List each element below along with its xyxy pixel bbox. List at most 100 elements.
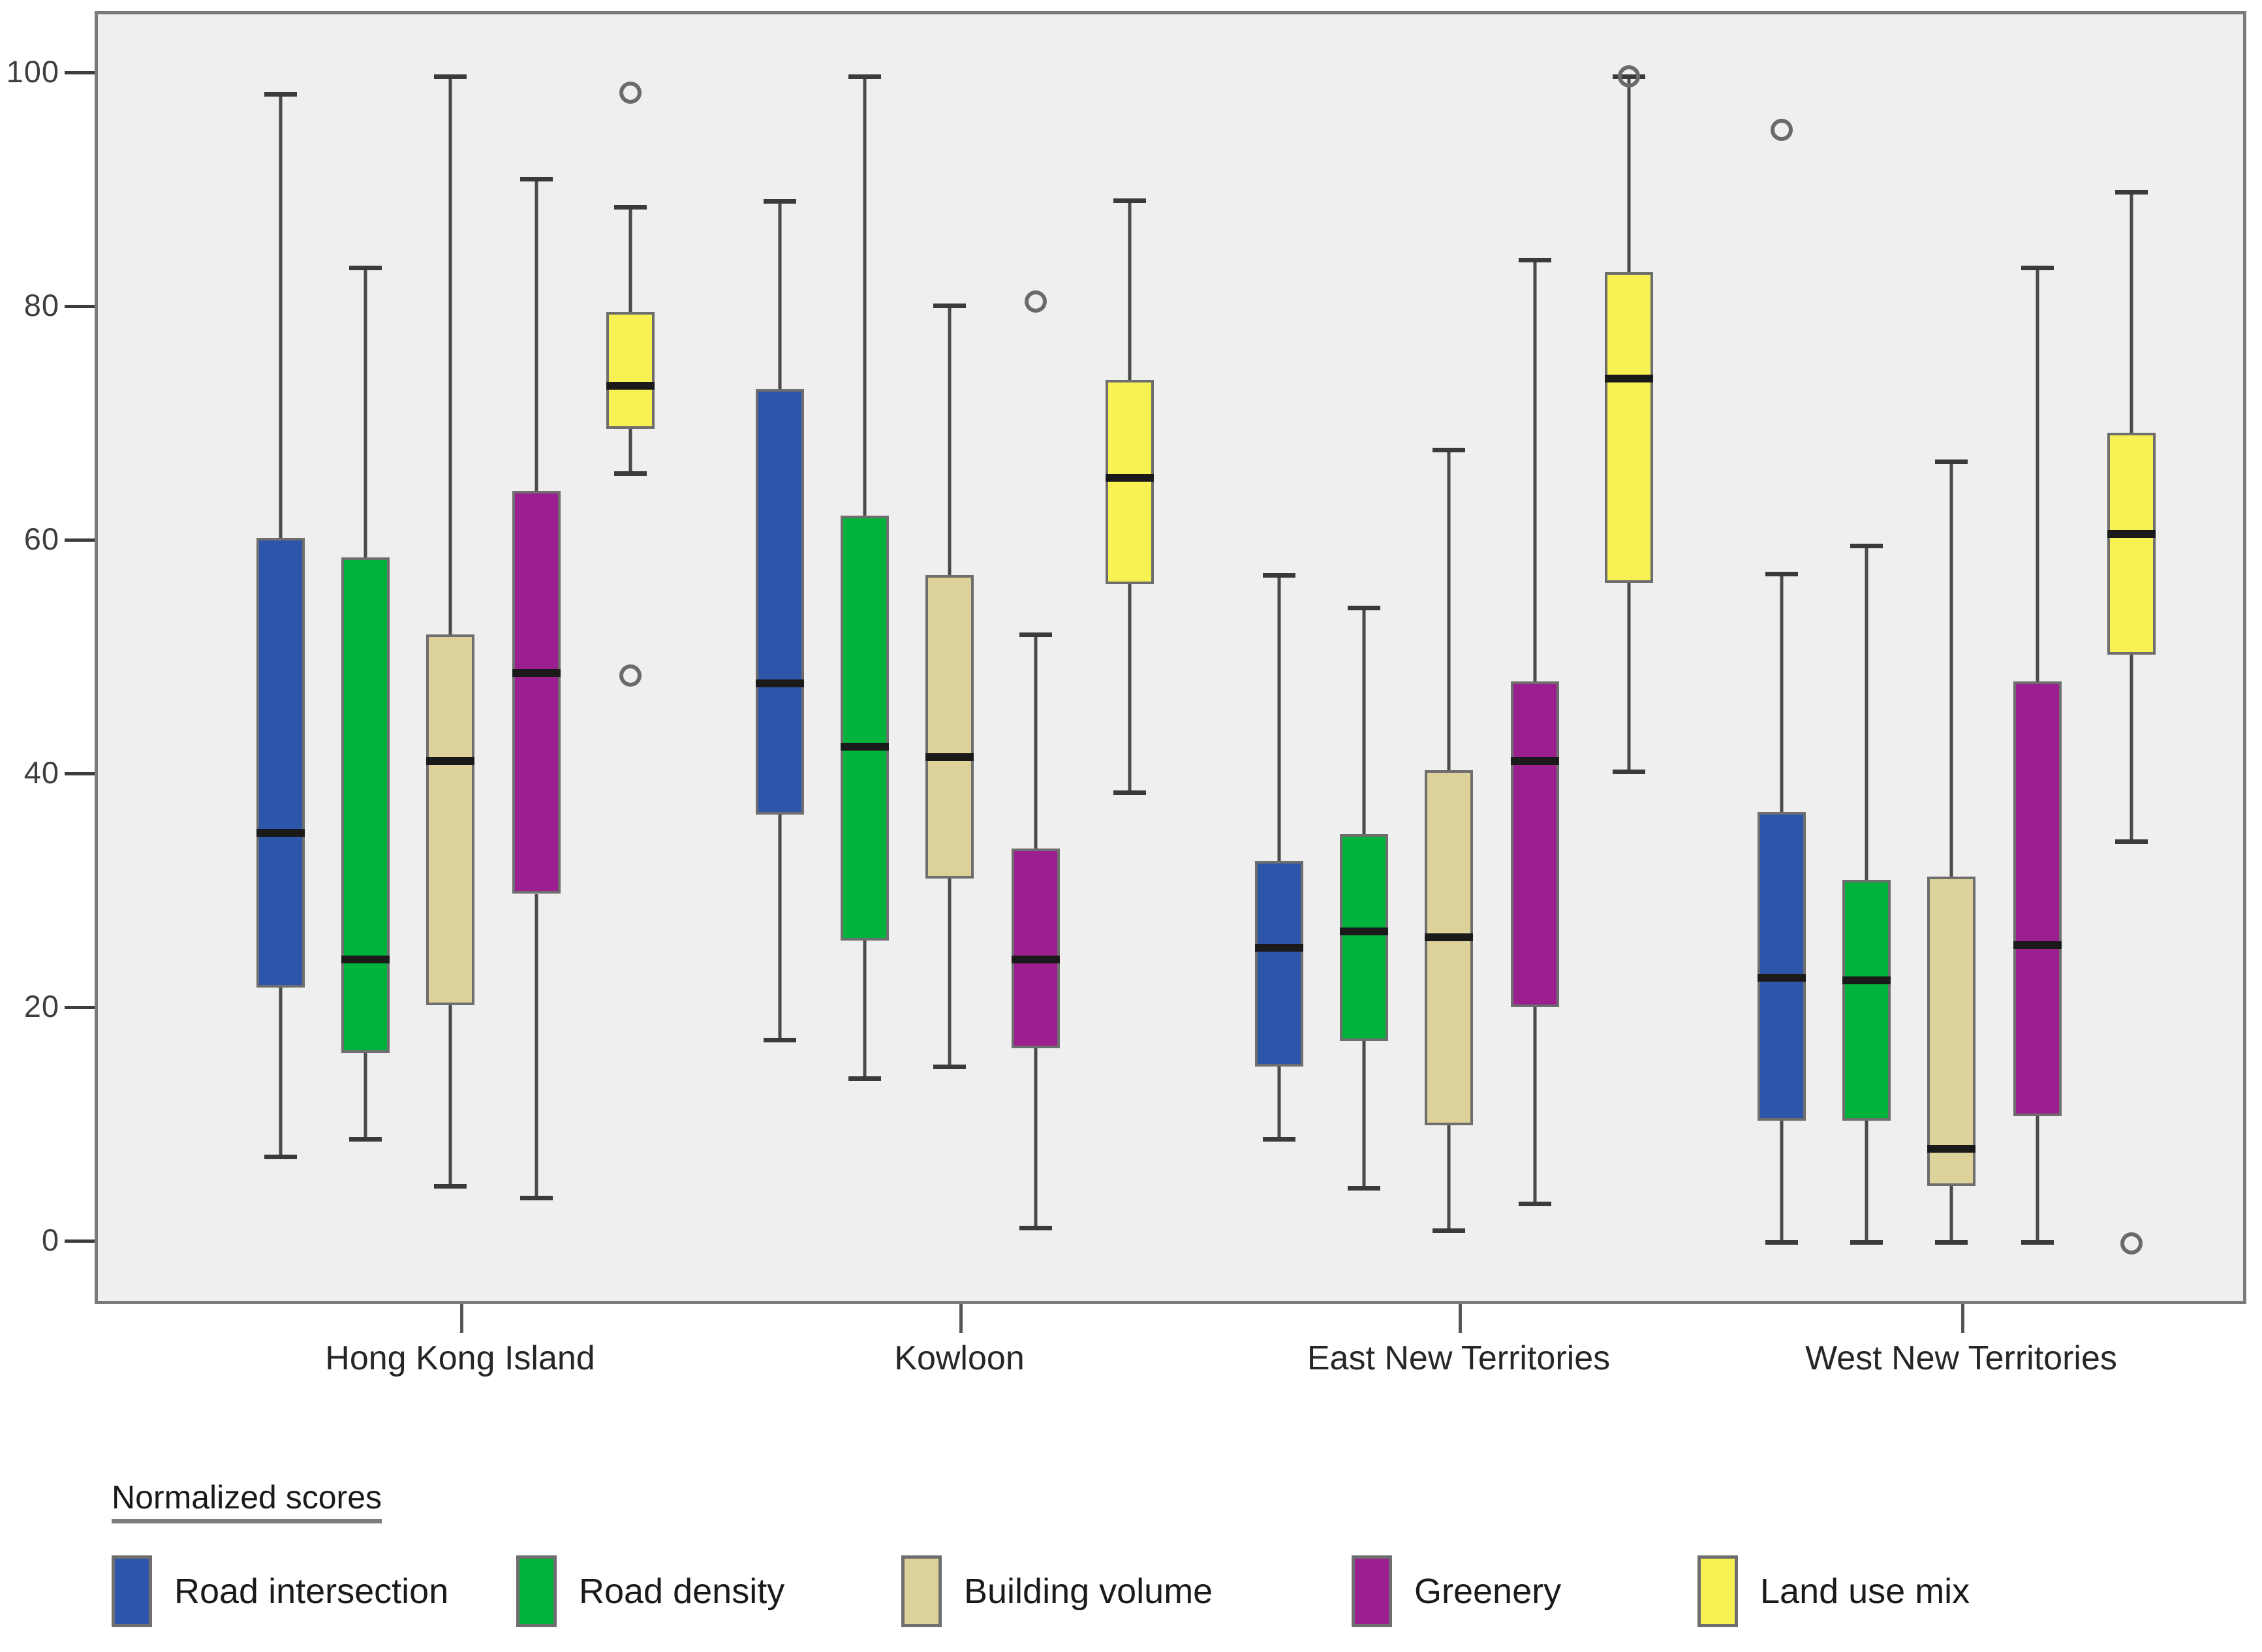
- whisker-cap-upper: [1348, 606, 1380, 611]
- boxplot-iqr-box[interactable]: [606, 312, 655, 429]
- legend-item-label: Greenery: [1414, 1572, 1562, 1611]
- whisker-lower: [279, 987, 283, 1157]
- whisker-cap-lower: [848, 1076, 881, 1082]
- boxplot-box[interactable]: [1842, 14, 1891, 1307]
- y-axis-tick-label: 40: [23, 755, 59, 790]
- x-axis-tick-label: Hong Kong Island: [325, 1339, 595, 1377]
- boxplot-box[interactable]: [2107, 14, 2156, 1307]
- legend-color-swatch: [1697, 1555, 1738, 1627]
- boxplot-box[interactable]: [756, 14, 804, 1307]
- boxplot-outlier-marker[interactable]: [2120, 1232, 2143, 1255]
- boxplot-iqr-box[interactable]: [1842, 880, 1891, 1121]
- whisker-cap-upper: [1519, 257, 1551, 262]
- boxplot-iqr-box[interactable]: [341, 557, 390, 1053]
- legend-color-swatch: [901, 1555, 942, 1627]
- boxplot-outlier-marker[interactable]: [619, 664, 642, 687]
- boxplot-iqr-box[interactable]: [1012, 848, 1060, 1048]
- boxplot-box[interactable]: [256, 14, 305, 1307]
- whisker-cap-lower: [933, 1065, 966, 1070]
- boxplot-iqr-box[interactable]: [512, 491, 561, 894]
- boxplot-median-line: [1511, 756, 1559, 765]
- whisker-lower: [778, 814, 782, 1040]
- boxplot-iqr-box[interactable]: [1758, 812, 1806, 1121]
- boxplot-iqr-box[interactable]: [426, 634, 474, 1005]
- legend-item[interactable]: Road density: [516, 1552, 784, 1630]
- x-axis-tick-mark: [959, 1304, 963, 1333]
- boxplot-median-line: [1842, 976, 1891, 984]
- whisker-cap-upper: [520, 177, 553, 182]
- x-axis-tick-mark: [1459, 1304, 1462, 1333]
- whisker-lower: [948, 879, 952, 1067]
- boxplot-iqr-box[interactable]: [256, 537, 305, 988]
- y-axis-tick-mark: [65, 1239, 95, 1243]
- legend-item[interactable]: Land use mix: [1697, 1552, 1970, 1630]
- boxplot-iqr-box[interactable]: [756, 389, 804, 815]
- boxplot-iqr-box[interactable]: [1340, 834, 1388, 1041]
- boxplot-box[interactable]: [2013, 14, 2062, 1307]
- whisker-lower: [1865, 1120, 1868, 1242]
- boxplot-iqr-box[interactable]: [1605, 272, 1653, 584]
- boxplot-box[interactable]: [1106, 14, 1154, 1307]
- boxplot-median-line: [512, 669, 561, 678]
- boxplot-outlier-marker[interactable]: [1618, 65, 1640, 87]
- y-axis-tick-mark: [65, 772, 95, 776]
- whisker-cap-lower: [349, 1137, 382, 1142]
- whisker-lower: [1780, 1120, 1784, 1242]
- whisker-lower: [1447, 1125, 1451, 1230]
- boxplot-box[interactable]: [426, 14, 474, 1307]
- boxplot-box[interactable]: [1425, 14, 1473, 1307]
- whisker-cap-upper: [264, 91, 297, 97]
- boxplot-outlier-marker[interactable]: [619, 81, 642, 104]
- legend-item-label: Road density: [579, 1572, 785, 1611]
- legend-item[interactable]: Building volume: [901, 1552, 1213, 1630]
- whisker-lower: [1128, 584, 1132, 792]
- boxplot-iqr-box[interactable]: [925, 574, 974, 879]
- legend-item[interactable]: Greenery: [1352, 1552, 1561, 1630]
- legend-item[interactable]: Road intersection: [112, 1552, 448, 1630]
- boxplot-iqr-box[interactable]: [2013, 681, 2062, 1116]
- boxplot-iqr-box[interactable]: [1255, 861, 1303, 1067]
- boxplot-box[interactable]: [1340, 14, 1388, 1307]
- whisker-upper: [1447, 450, 1451, 770]
- boxplot-median-line: [1255, 943, 1303, 952]
- whisker-cap-lower: [1019, 1226, 1052, 1231]
- boxplot-box[interactable]: [1927, 14, 1975, 1307]
- boxplot-box[interactable]: [925, 14, 974, 1307]
- boxplot-box[interactable]: [512, 14, 561, 1307]
- whisker-cap-lower: [1519, 1201, 1551, 1206]
- legend-items: Road intersection Road density Building vo…: [112, 1552, 2174, 1630]
- boxplot-iqr-box[interactable]: [2107, 432, 2156, 655]
- boxplot-box[interactable]: [1012, 14, 1060, 1307]
- whisker-upper: [535, 179, 538, 491]
- boxplot-box[interactable]: [1511, 14, 1559, 1307]
- whisker-cap-upper: [434, 74, 467, 79]
- boxplot-iqr-box[interactable]: [1425, 770, 1473, 1125]
- boxplot-box[interactable]: [1758, 14, 1806, 1307]
- boxplot-box[interactable]: [1255, 14, 1303, 1307]
- boxplot-outlier-marker[interactable]: [1025, 290, 1047, 313]
- boxplot-median-line: [341, 955, 390, 963]
- whisker-upper: [1949, 461, 1953, 877]
- whisker-cap-lower: [1765, 1239, 1798, 1245]
- whisker-cap-lower: [2021, 1239, 2054, 1245]
- boxplot-iqr-box[interactable]: [1927, 876, 1975, 1186]
- x-axis-tick-label: Kowloon: [894, 1339, 1025, 1377]
- boxplot-iqr-box[interactable]: [1511, 681, 1559, 1008]
- boxplot-iqr-box[interactable]: [841, 515, 889, 941]
- y-axis-tick-label: 20: [23, 988, 59, 1023]
- y-axis-tick-label: 80: [23, 288, 59, 323]
- boxplot-box[interactable]: [606, 14, 655, 1307]
- boxplot-box[interactable]: [1605, 14, 1653, 1307]
- boxplot-iqr-box[interactable]: [1106, 380, 1154, 585]
- boxplot-box[interactable]: [841, 14, 889, 1307]
- whisker-cap-upper: [1263, 572, 1295, 578]
- whisker-cap-upper: [1433, 448, 1465, 453]
- whisker-cap-upper: [933, 303, 966, 308]
- whisker-upper: [1034, 634, 1038, 849]
- y-axis-tick-label: 0: [41, 1222, 59, 1257]
- boxplot-outlier-marker[interactable]: [1771, 119, 1793, 142]
- boxplot-box[interactable]: [341, 14, 390, 1307]
- whisker-lower: [628, 429, 632, 474]
- whisker-upper: [1533, 259, 1537, 681]
